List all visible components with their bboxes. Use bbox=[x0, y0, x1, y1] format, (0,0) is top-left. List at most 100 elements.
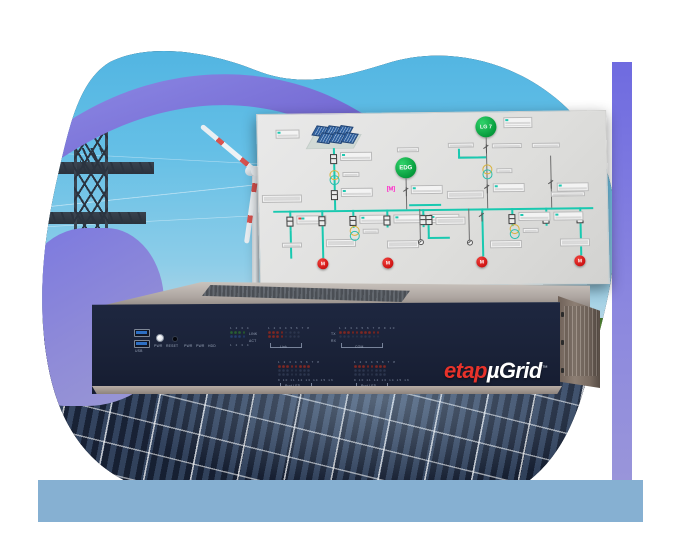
transformer[interactable] bbox=[482, 164, 493, 180]
tag-box[interactable] bbox=[559, 238, 591, 247]
tag-box[interactable] bbox=[410, 184, 443, 194]
com-tx-label: TX bbox=[331, 332, 336, 336]
bus-segment bbox=[409, 203, 442, 207]
tag-box[interactable] bbox=[340, 187, 373, 197]
status-led-grid bbox=[230, 331, 246, 338]
transformer[interactable] bbox=[349, 225, 360, 241]
com-numbers: 1 2 3 4 5 6 7 8 9 10 bbox=[339, 326, 396, 330]
tag-box[interactable] bbox=[503, 116, 533, 129]
one-line-diagram-panel[interactable]: EDG [M] LG 7 bbox=[256, 110, 610, 288]
generator-lg7[interactable]: LG 7 bbox=[475, 116, 497, 138]
circuit-breaker[interactable] bbox=[349, 215, 357, 226]
link-group-brace bbox=[270, 343, 302, 348]
tag-box[interactable] bbox=[522, 227, 539, 234]
bus-label[interactable] bbox=[261, 194, 303, 203]
disconnect-switch[interactable] bbox=[548, 180, 554, 189]
tag-box[interactable] bbox=[275, 129, 300, 139]
tag-box[interactable] bbox=[447, 142, 474, 149]
tag-box[interactable] bbox=[339, 151, 373, 161]
tag-box[interactable] bbox=[491, 142, 522, 149]
reset-label: RESET bbox=[166, 344, 179, 348]
usb-port[interactable] bbox=[134, 329, 150, 337]
prot-numbers-bottom-b: 9 10 11 12 13 14 15 16 bbox=[354, 378, 410, 382]
tag-box[interactable] bbox=[281, 242, 303, 249]
disconnect-switch[interactable] bbox=[484, 184, 490, 193]
tag-box[interactable] bbox=[518, 211, 551, 221]
reset-button[interactable] bbox=[172, 336, 178, 342]
corner-numbers-top: 1 2 3 4 bbox=[230, 326, 251, 330]
generator-edg-label: EDG bbox=[399, 164, 413, 171]
prot-led-grid-a bbox=[278, 365, 310, 376]
side-screw bbox=[561, 312, 564, 317]
tag-box[interactable] bbox=[553, 211, 584, 221]
side-screw bbox=[561, 340, 564, 345]
tag-box[interactable] bbox=[556, 182, 589, 192]
com-led-grid bbox=[339, 331, 380, 338]
motor-load[interactable]: M bbox=[382, 257, 394, 269]
motor-label: M bbox=[577, 257, 583, 264]
tag-box[interactable] bbox=[342, 171, 360, 178]
node-marker bbox=[417, 239, 425, 246]
tag-box[interactable] bbox=[386, 240, 420, 249]
tie-line-bus bbox=[427, 236, 450, 240]
link-row-label: LINK bbox=[249, 332, 258, 336]
transformer[interactable] bbox=[509, 224, 520, 240]
motor-label: M bbox=[479, 258, 485, 265]
transformer[interactable] bbox=[329, 170, 340, 186]
usb-port[interactable] bbox=[134, 340, 150, 348]
circuit-breaker[interactable] bbox=[329, 154, 338, 165]
disconnect-switch[interactable] bbox=[403, 187, 409, 196]
tie-drop bbox=[457, 148, 461, 158]
circuit-breaker[interactable] bbox=[383, 215, 391, 226]
blue-bottom-band bbox=[38, 480, 643, 522]
tag-box[interactable] bbox=[362, 228, 379, 235]
link-group-label: Link bbox=[280, 345, 288, 349]
link-led-grid bbox=[268, 331, 300, 338]
circuit-breaker[interactable] bbox=[330, 190, 339, 201]
trademark-symbol: ™ bbox=[541, 365, 548, 372]
etap-ugrid-appliance: USB PWR RESET PWR PWR HDD 1 2 3 4 1 2 3 … bbox=[92, 282, 600, 394]
usb-label: USB bbox=[135, 349, 143, 353]
disconnect-switch[interactable] bbox=[478, 212, 484, 221]
wind-turbine-photo bbox=[212, 120, 302, 330]
com-rx-label: RX bbox=[331, 339, 337, 343]
bus-label[interactable] bbox=[446, 190, 484, 199]
motor-label: M bbox=[320, 260, 326, 267]
circuit-breaker[interactable] bbox=[508, 214, 516, 225]
motor-load[interactable]: M bbox=[317, 258, 329, 270]
tag-box[interactable] bbox=[496, 168, 513, 174]
feeder-drop bbox=[468, 208, 470, 241]
circuit-breaker[interactable] bbox=[286, 216, 294, 227]
tag-box[interactable] bbox=[492, 182, 525, 192]
generator-edg[interactable]: EDG bbox=[395, 157, 417, 179]
motor-label: M bbox=[385, 259, 391, 267]
com-group-label: COM bbox=[355, 345, 364, 349]
disconnect-switch[interactable] bbox=[483, 144, 489, 153]
bus-label[interactable] bbox=[550, 191, 585, 198]
prot-numbers-bottom-a: 9 10 11 12 13 14 15 16 bbox=[278, 378, 334, 382]
motor-load[interactable]: M bbox=[574, 255, 586, 267]
tag-box[interactable] bbox=[489, 239, 523, 249]
tie-line-bus bbox=[458, 156, 487, 159]
prot-numbers-top-a: 1 2 3 4 5 6 7 8 bbox=[278, 360, 321, 364]
power-button[interactable] bbox=[156, 334, 164, 342]
link-numbers: 1 2 3 4 5 6 7 8 bbox=[268, 326, 311, 330]
circuit-breaker[interactable] bbox=[318, 216, 326, 227]
corner-numbers-bottom: 1 2 3 4 bbox=[230, 343, 251, 347]
side-ribs bbox=[564, 306, 598, 376]
tag-box[interactable] bbox=[396, 147, 419, 153]
brand-wordmark: etapµGrid™ bbox=[444, 358, 548, 384]
front-panel: USB PWR RESET PWR PWR HDD 1 2 3 4 1 2 3 … bbox=[92, 302, 560, 394]
indicator-label-hdd: HDD bbox=[208, 344, 216, 348]
purple-side-band bbox=[612, 62, 632, 504]
side-screw bbox=[561, 368, 564, 373]
tag-box[interactable] bbox=[435, 216, 466, 225]
chassis-base bbox=[92, 386, 562, 394]
motor-load[interactable]: M bbox=[476, 256, 488, 268]
power-label: PWR bbox=[154, 344, 163, 348]
act-row-label: ACT bbox=[249, 339, 257, 343]
turbine-hub bbox=[251, 167, 260, 176]
tag-box[interactable] bbox=[531, 142, 560, 149]
circuit-breaker[interactable] bbox=[425, 215, 433, 226]
